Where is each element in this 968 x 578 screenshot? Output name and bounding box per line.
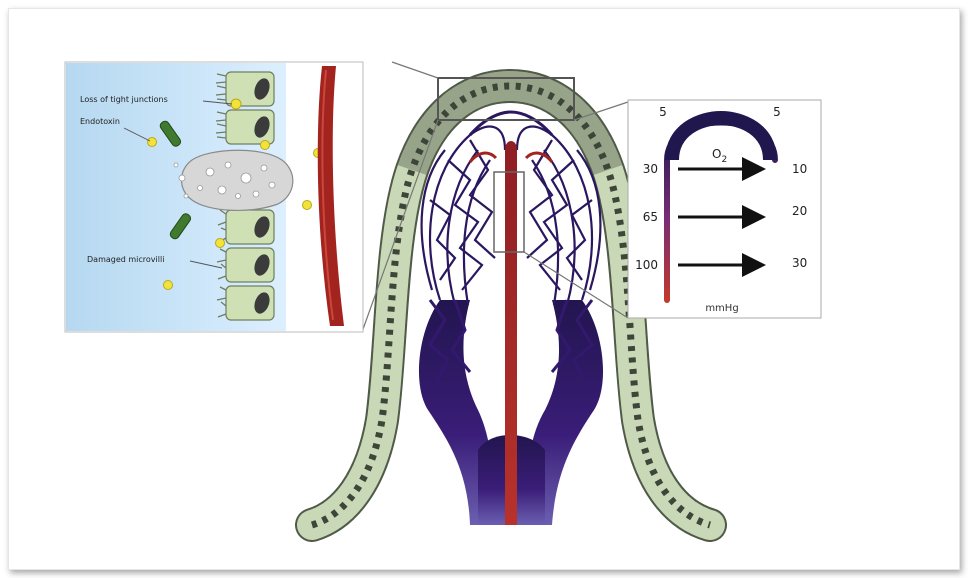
arterial-value-2: 65 — [643, 210, 658, 224]
value-top-right: 5 — [773, 105, 781, 119]
venous-value-2: 20 — [792, 204, 807, 218]
unit-label: mmHg — [705, 303, 738, 314]
arterial-value-3: 100 — [635, 258, 658, 272]
label-damaged-microvilli: Damaged microvilli — [87, 255, 164, 264]
arterial-value-1: 30 — [643, 162, 658, 176]
inset-left-epithelium: Loss of tight junctions Endotoxin Damage… — [65, 62, 363, 332]
value-top-left: 5 — [659, 105, 667, 119]
inset-right-countercurrent: 5 5 O2 30 65 100 10 20 30 mmHg — [628, 100, 821, 318]
capillary-network — [419, 112, 603, 525]
label-endotoxin: Endotoxin — [80, 117, 120, 126]
venous-value-3: 30 — [792, 256, 807, 270]
venous-value-1: 10 — [792, 162, 807, 176]
label-tight-junctions: Loss of tight junctions — [80, 95, 168, 104]
